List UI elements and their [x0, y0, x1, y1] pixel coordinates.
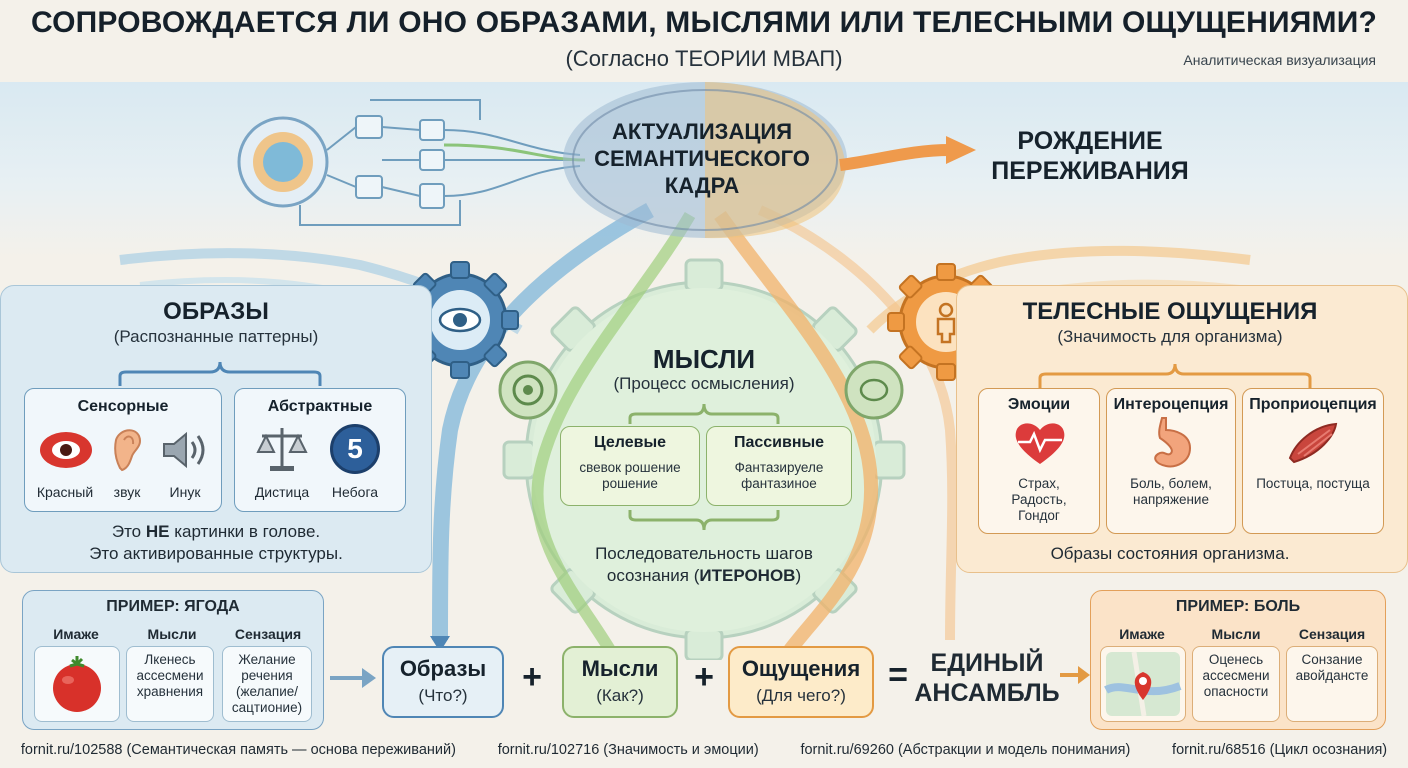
- equals-sign: =: [888, 656, 908, 694]
- birth-label: РОЖДЕНИЕ ПЕРЕЖИВАНИЯ: [991, 127, 1189, 185]
- thoughts-note-2c: ): [795, 566, 802, 585]
- passive-card: [706, 426, 852, 506]
- eq-feelings-label: Ощущения: [741, 656, 861, 681]
- thoughts-subtitle: (Процесс осмысления): [613, 374, 795, 393]
- eq-images-box: Образы (Что?): [382, 646, 504, 718]
- footer-links: fornit.ru/102588 (Семантическая память —…: [0, 742, 1408, 758]
- proprio-title: Проприоцепция: [1249, 396, 1377, 413]
- body-brace: [1038, 363, 1312, 388]
- plus-sign-1: +: [522, 658, 542, 696]
- berry-sensation-box: [222, 646, 312, 722]
- footer-link-2[interactable]: fornit.ru/102716 (Значимость и эмоции): [497, 742, 759, 758]
- eq-images-question: (Что?): [418, 686, 468, 705]
- images-subtitle: (Распознанные паттерны): [113, 327, 319, 346]
- example-berry-col2: Мысли: [147, 626, 197, 642]
- abstract-title: Абстрактные: [267, 398, 373, 415]
- eq-thoughts-question: (Как?): [596, 686, 644, 705]
- muscle-icon: [1288, 422, 1338, 464]
- goal-card: [560, 426, 700, 506]
- emotions-text: Страх, Радость, Гондог: [1011, 476, 1067, 523]
- arrow-right-icon: [330, 668, 376, 688]
- sensory-item-inuk: Инук: [169, 484, 201, 500]
- images-note-1c: картинки в голове.: [169, 522, 321, 541]
- brain-title: АКТУАЛИЗАЦИЯ СЕМАНТИЧЕСКОГО КАДРА: [594, 119, 810, 198]
- thoughts-note-2a: осознания (: [606, 566, 700, 585]
- ear-icon: [114, 429, 141, 472]
- pain-thought-box: [1192, 646, 1280, 722]
- heart-icon: [1015, 423, 1065, 464]
- speaker-icon: [163, 431, 205, 469]
- emotions-title: Эмоции: [1007, 396, 1071, 413]
- page-subtitle: (Согласно ТЕОРИИ МВАП): [565, 46, 843, 71]
- pain-sensation-text: Сонзание авойдансте: [1295, 652, 1369, 683]
- brain-gear: [844, 360, 904, 420]
- network-diagram: [237, 99, 586, 226]
- body-title: ТЕЛЕСНЫЕ ОЩУЩЕНИЯ: [1022, 298, 1318, 325]
- eq-feelings-question: (Для чего?): [756, 686, 846, 705]
- eq-images-label: Образы: [399, 656, 487, 681]
- proprio-card: [1242, 388, 1384, 534]
- eq-feelings-box: Ощущения (Для чего?): [728, 646, 874, 718]
- thoughts-note-2: осознания (ИТЕРОНОВ): [554, 566, 854, 586]
- example-berry-col1: Имаже: [53, 626, 99, 642]
- tomato-icon: [53, 656, 101, 712]
- number-badge: 5: [330, 424, 380, 474]
- proprio-text: Постυца, постуща: [1256, 476, 1370, 491]
- example-berry-col3: Сензация: [234, 626, 302, 642]
- body-note: Образы состояния организма.: [1050, 544, 1290, 563]
- sensory-item-sound: звук: [113, 484, 141, 500]
- images-note-1b: НЕ: [145, 522, 170, 541]
- pain-sensation-box: [1286, 646, 1378, 722]
- example-berry-title: ПРИМЕР: ЯГОДА: [106, 598, 240, 615]
- intero-text: Боль, болем, напряжение: [1130, 476, 1212, 507]
- sensory-title: Сенсорные: [77, 398, 169, 415]
- footer-link-4[interactable]: fornit.ru/68516 (Цикл осознания): [1172, 742, 1388, 758]
- images-note-1: Это НЕ картинки в голове.: [0, 522, 432, 542]
- pain-thought-text: Оценесь ассесмени опасности: [1202, 652, 1270, 699]
- berry-thought-text: Лкенесь ассесмени хравнения: [136, 652, 204, 699]
- berry-sensation-text: Желание речения (желапие/ сацтионие): [231, 652, 303, 715]
- plus-sign-2: +: [694, 658, 714, 696]
- thoughts-note-2b: ИТЕРОНОВ: [699, 566, 796, 585]
- passive-title: Пассивные: [733, 434, 825, 451]
- example-pain-col3: Сензация: [1298, 626, 1366, 642]
- thoughts-title: МЫСЛИ: [652, 344, 756, 374]
- abstract-item-2: Небога: [331, 484, 379, 500]
- cog-gear: [498, 360, 558, 420]
- images-note-1a: Это: [111, 522, 146, 541]
- body-subtitle: (Значимость для организма): [1057, 327, 1283, 346]
- stomach-icon: [1154, 417, 1192, 468]
- goal-text: свевок рошение рошение: [579, 460, 681, 491]
- eq-result: ЕДИНЫЙ АНСАМБЛЬ: [914, 649, 1060, 707]
- thoughts-gear: [502, 258, 906, 660]
- map-pin-icon: [1104, 651, 1182, 717]
- images-brace: [118, 361, 322, 386]
- thoughts-brace-bottom: [628, 510, 780, 531]
- example-pain-title: ПРИМЕР: БОЛЬ: [1175, 598, 1301, 615]
- footer-link-1[interactable]: fornit.ru/102588 (Семантическая память —…: [20, 742, 456, 758]
- eye-icon: [40, 432, 92, 468]
- eq-thoughts-box: Мысли (Как?): [562, 646, 678, 718]
- berry-thought-box: [126, 646, 214, 722]
- emotions-card: [978, 388, 1100, 534]
- sensory-item-red: Красный: [36, 484, 94, 500]
- images-title: ОБРАЗЫ: [163, 298, 269, 325]
- abstract-item-1: Дистица: [254, 484, 310, 500]
- images-note-2: Это активированные структуры.: [89, 544, 343, 563]
- goal-title: Целевые: [593, 434, 667, 451]
- footer-link-3[interactable]: fornit.ru/69260 (Абстракции и модель пон…: [800, 742, 1131, 758]
- brain-illustration: [563, 82, 847, 239]
- arrow-right-orange-icon: [1060, 666, 1090, 684]
- corner-caption: Аналитическая визуализация: [1183, 52, 1376, 68]
- example-pain-col2: Мысли: [1211, 626, 1261, 642]
- thoughts-note-1: Последовательность шагов: [595, 544, 813, 563]
- intero-title: Интероцепция: [1113, 396, 1229, 413]
- example-pain-col1: Имаже: [1119, 626, 1165, 642]
- eq-thoughts-label: Мысли: [581, 656, 659, 681]
- page-title: СОПРОВОЖДАЕТСЯ ЛИ ОНО ОБРАЗАМИ, МЫСЛЯМИ …: [31, 6, 1377, 39]
- scales-icon: [256, 428, 308, 471]
- thoughts-brace-top: [628, 403, 780, 424]
- passive-text: Фантазируеле фантазиное: [734, 460, 824, 491]
